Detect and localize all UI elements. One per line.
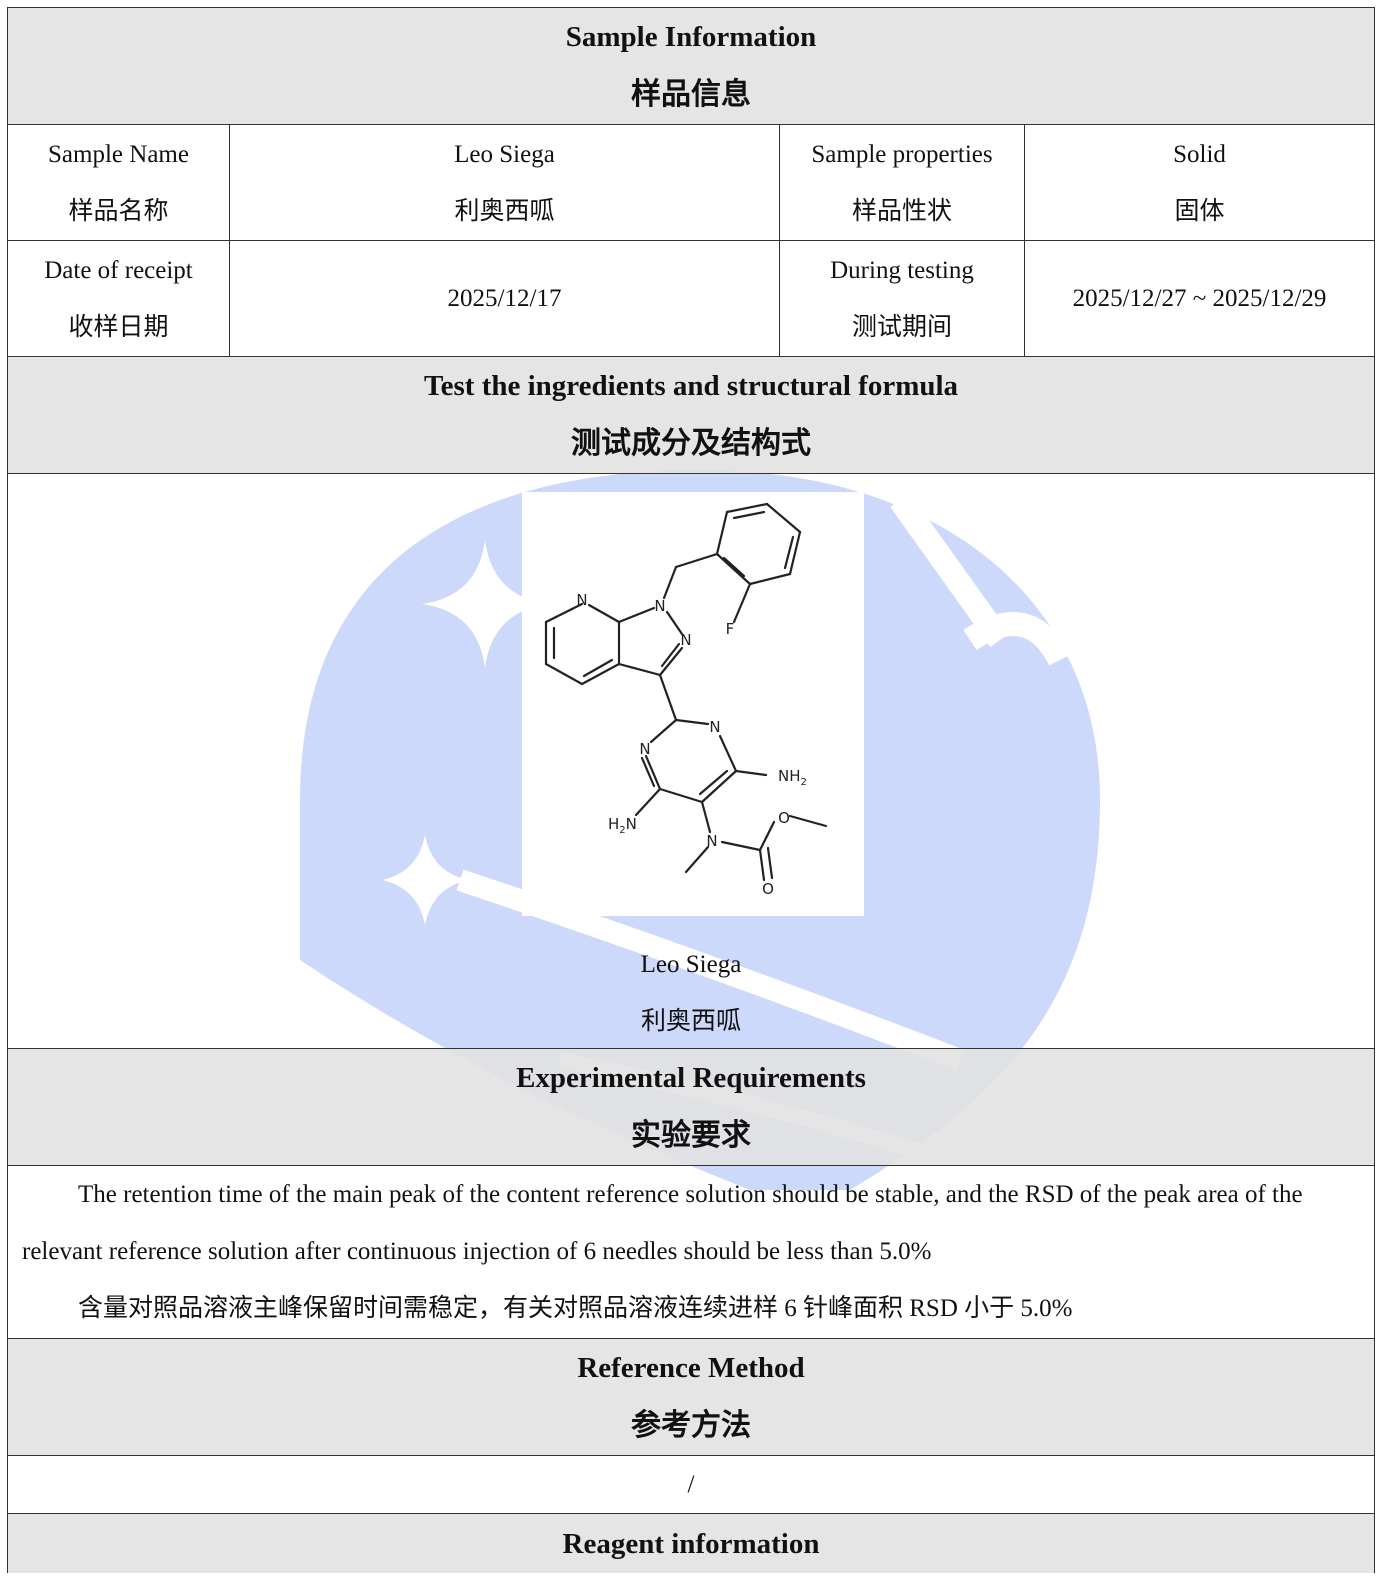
- atom-o-carbonyl: O: [762, 880, 774, 898]
- sample-props-label-en: Sample properties: [811, 140, 993, 168]
- reference-value: /: [687, 1470, 695, 1498]
- sample-props-value-en: Solid: [1173, 140, 1226, 168]
- atom-h2n-left: H2N: [608, 815, 637, 836]
- receipt-value-cell: 2025/12/17: [229, 241, 779, 356]
- atom-n1-pyrazole: N: [654, 597, 665, 615]
- sample-name-value-en: Leo Siega: [454, 140, 555, 168]
- requirements-text-zh: 含量对照品溶液主峰保留时间需稳定，有关对照品溶液连续进样 6 针峰面积 RSD …: [78, 1295, 1073, 1322]
- receipt-label-cell: Date of receipt 收样日期: [8, 241, 229, 356]
- sample-name-value-zh: 利奥西呱: [454, 197, 555, 225]
- testing-value: 2025/12/27 ~ 2025/12/29: [1072, 285, 1327, 312]
- receipt-label-en: Date of receipt: [44, 256, 193, 284]
- sample-props-label-zh: 样品性状: [851, 197, 952, 225]
- sample-props-value-cell: Solid 固体: [1024, 125, 1374, 240]
- sample-name-label-zh: 样品名称: [68, 197, 169, 225]
- sample-name-value-cell: Leo Siega 利奥西呱: [229, 125, 779, 240]
- requirements-text-en: The retention time of the main peak of t…: [22, 1181, 1303, 1265]
- structure-header: Test the ingredients and structural form…: [7, 356, 1375, 473]
- reference-title-zh: 参考方法: [631, 1409, 751, 1442]
- atom-n-pyrimidine-1: N: [709, 718, 720, 736]
- atom-f: F: [726, 620, 735, 638]
- atom-n-pyridine: N: [576, 591, 587, 609]
- structure-caption-zh: 利奥西呱: [640, 1008, 741, 1035]
- structure-title-zh: 测试成分及结构式: [571, 427, 811, 460]
- structure-caption: Leo Siega 利奥西呱: [8, 936, 1374, 1050]
- testing-label-cell: During testing 测试期间: [779, 241, 1024, 356]
- requirements-header: Experimental Requirements 实验要求: [7, 1048, 1375, 1165]
- sample-info-title-zh: 样品信息: [631, 78, 751, 111]
- sample-props-value-zh: 固体: [1174, 197, 1225, 225]
- requirements-body: The retention time of the main peak of t…: [7, 1165, 1375, 1338]
- sample-info-header: Sample Information 样品信息: [7, 7, 1375, 124]
- sample-info-row-1: Sample Name 样品名称 Leo Siega 利奥西呱 Sample p…: [7, 124, 1375, 240]
- sample-props-label-cell: Sample properties 样品性状: [779, 125, 1024, 240]
- sample-info-title-en: Sample Information: [565, 21, 817, 53]
- atom-n2-pyrazole: N: [680, 631, 691, 649]
- testing-value-cell: 2025/12/27 ~ 2025/12/29: [1024, 241, 1374, 356]
- reference-value-cell: /: [7, 1455, 1375, 1513]
- testing-label-zh: 测试期间: [851, 313, 952, 341]
- testing-label-en: During testing: [830, 256, 974, 284]
- reference-title-en: Reference Method: [577, 1352, 805, 1384]
- report-sheet: Sample Information 样品信息 Sample Name 样品名称…: [7, 7, 1375, 1573]
- structure-section: N N N F N N N O O NH2 H2N Leo Siega 利奥西呱: [7, 473, 1375, 1048]
- molecule-diagram: N N N F N N N O O NH2 H2N: [544, 502, 828, 898]
- requirements-title-en: Experimental Requirements: [516, 1062, 866, 1094]
- requirements-title-zh: 实验要求: [631, 1119, 751, 1152]
- sample-name-label-en: Sample Name: [48, 140, 189, 168]
- structure-caption-en: Leo Siega: [640, 951, 742, 978]
- reference-header: Reference Method 参考方法: [7, 1338, 1375, 1455]
- atom-nh2-right: NH2: [778, 767, 807, 788]
- reagent-header: Reagent information: [7, 1513, 1375, 1573]
- atom-n-pyrimidine-2: N: [639, 740, 650, 758]
- sample-info-row-2: Date of receipt 收样日期 2025/12/17 During t…: [7, 240, 1375, 356]
- reagent-title-en: Reagent information: [562, 1528, 820, 1560]
- atom-o-ester: O: [778, 809, 790, 827]
- atom-n-amide: N: [706, 832, 717, 850]
- sample-name-label-cell: Sample Name 样品名称: [8, 125, 229, 240]
- structure-title-en: Test the ingredients and structural form…: [423, 370, 959, 402]
- structural-formula-image: N N N F N N N O O NH2 H2N: [522, 492, 864, 916]
- receipt-label-zh: 收样日期: [68, 313, 169, 341]
- receipt-value: 2025/12/17: [447, 285, 562, 312]
